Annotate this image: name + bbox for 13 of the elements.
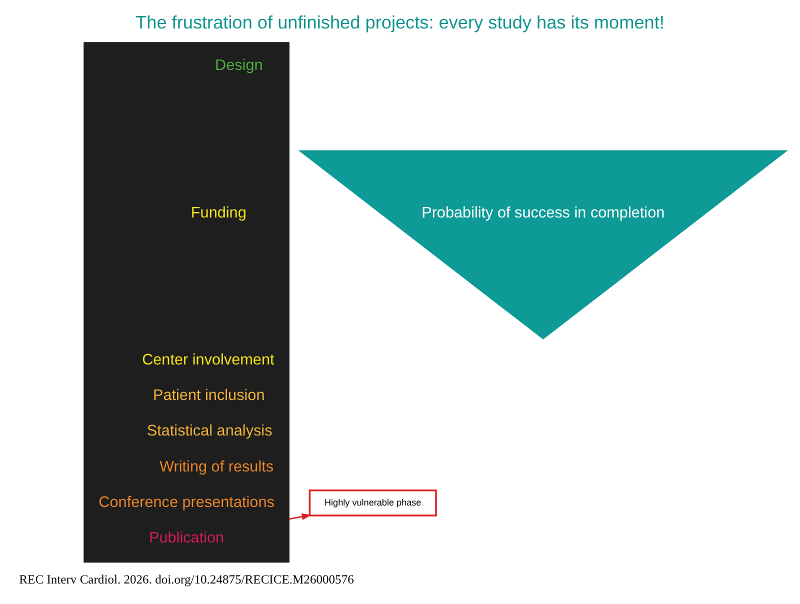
node-text: Statistical analysis (146, 422, 272, 440)
node-text: Patient inclusion (153, 387, 265, 404)
node-text: Publication (149, 529, 224, 546)
caption: REC Interv Cardiol. 2026. doi.org/10.24875/RECICE.M26000576 (19, 572, 354, 586)
node-text: Design (215, 57, 263, 74)
node-text: Writing of results (160, 458, 274, 476)
cluster (84, 42, 290, 563)
node-text: Center involvement (142, 352, 274, 369)
diagram-title: The frustration of unfinished projects: every study has its moment! (136, 12, 664, 32)
node-text: Funding (190, 204, 246, 222)
node-box: Highly vulnerable phase (308, 490, 437, 516)
node-text: Conference presentations (98, 494, 274, 511)
arrow (289, 513, 312, 520)
